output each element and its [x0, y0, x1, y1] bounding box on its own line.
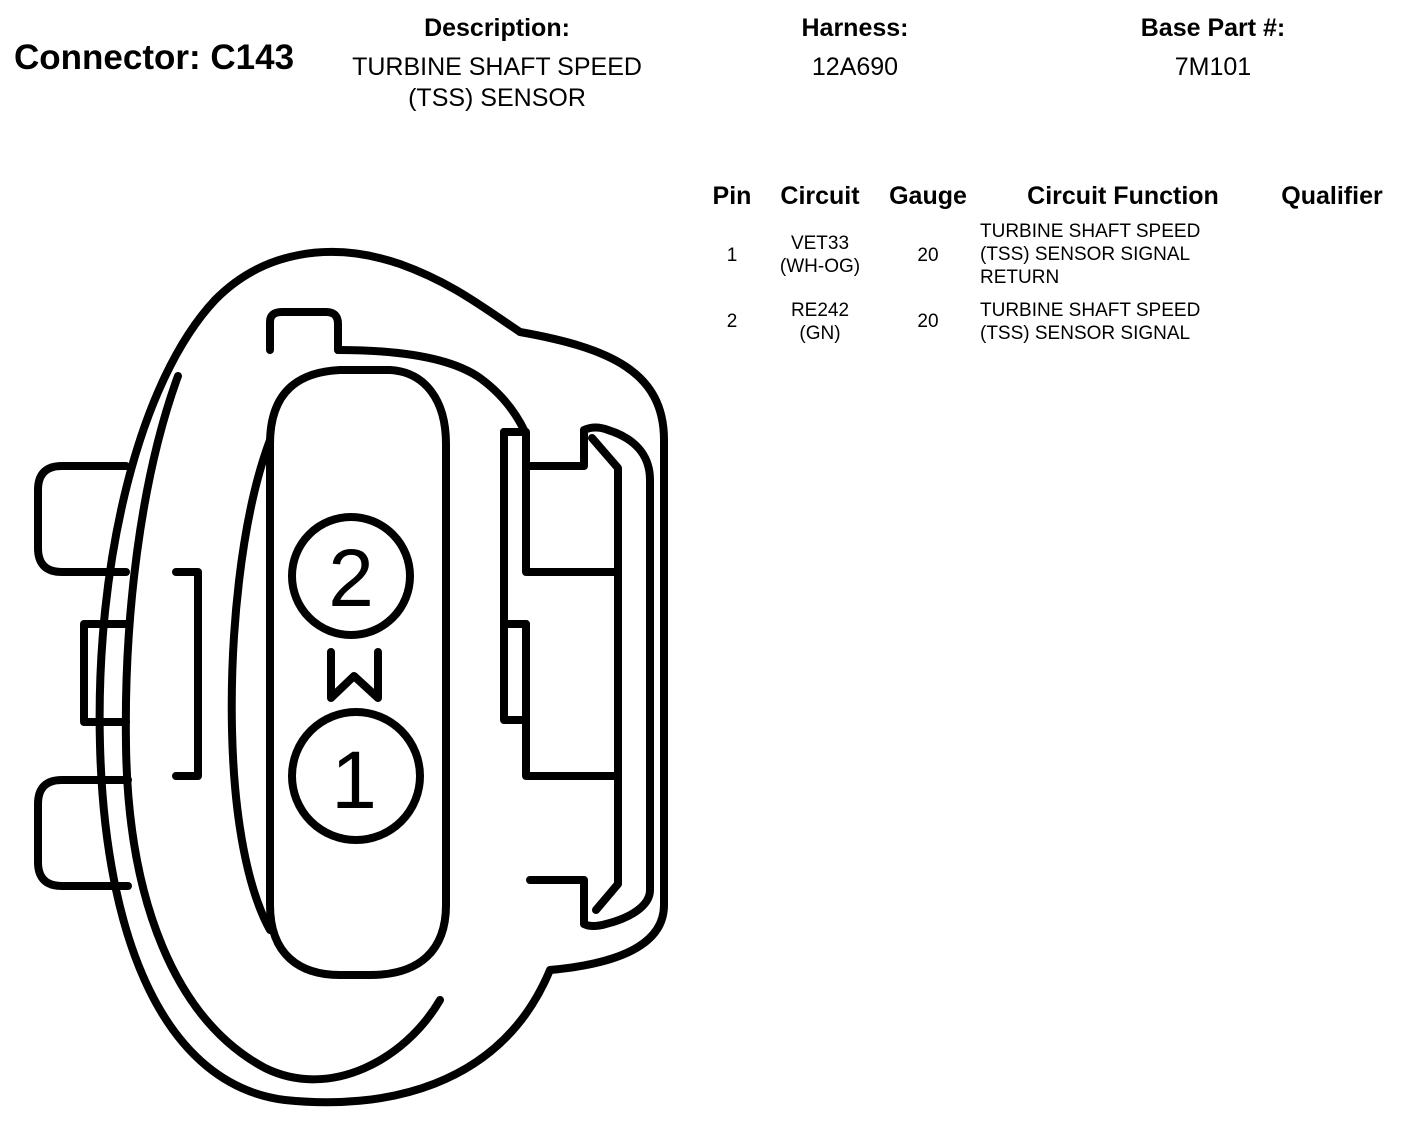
row-2-function-line-2: (TSS) SENSOR SIGNAL — [980, 323, 1191, 344]
right-latch-divider-top — [522, 462, 622, 576]
right-latch-spring — [588, 434, 622, 914]
key-slot-inner — [172, 568, 202, 780]
row-2-function: TURBINE SHAFT SPEED (TSS) SENSOR SIGNAL — [980, 299, 1200, 345]
col-header-function: Circuit Function — [1027, 182, 1219, 210]
key-slot-outer — [80, 620, 130, 726]
connector-title: Connector: C143 — [14, 38, 295, 77]
latch-tab-lower — [34, 776, 132, 890]
col-header-pin: Pin — [712, 182, 752, 210]
row-1-function-line-2: (TSS) SENSOR SIGNAL — [980, 244, 1191, 265]
row-1-function-line-3: RETURN — [980, 267, 1060, 288]
housing-outer-outline — [95, 248, 668, 1107]
row-2-circuit: RE242 (GN) — [766, 299, 874, 345]
terminal-cavity — [266, 366, 450, 979]
pin-1-circle — [288, 708, 424, 844]
row-1-function-line-1: TURBINE SHAFT SPEED — [980, 221, 1201, 242]
pin-key-notch — [327, 648, 382, 702]
col-header-gauge: Gauge — [889, 182, 967, 210]
row-1-gauge: 20 — [917, 245, 939, 266]
harness-value: 12A690 — [811, 53, 899, 81]
pin-2-label: 2 — [328, 533, 374, 624]
description-header: Description: — [424, 14, 570, 42]
description-line-1: TURBINE SHAFT SPEED — [352, 53, 642, 81]
row-2-function-line-1: TURBINE SHAFT SPEED — [980, 300, 1201, 321]
row-2-circuit-color: (GN) — [799, 323, 841, 344]
description-value: TURBINE SHAFT SPEED (TSS) SENSOR — [330, 52, 664, 114]
base-part-header: Base Part #: — [1140, 14, 1286, 42]
right-latch-divider-bottom — [522, 620, 622, 780]
latch-tab-upper — [34, 462, 130, 576]
row-1-circuit: VET33 (WH-OG) — [766, 232, 874, 278]
row-1-function: TURBINE SHAFT SPEED (TSS) SENSOR SIGNAL … — [980, 220, 1200, 289]
base-part-value: 7M101 — [1174, 53, 1252, 81]
col-header-circuit: Circuit — [780, 182, 860, 210]
connector-face-diagram: 2 1 — [34, 248, 668, 1107]
row-2-pin: 2 — [726, 311, 738, 332]
row-1-circuit-code: VET33 — [790, 233, 850, 254]
col-header-qualifier: Qualifier — [1281, 182, 1383, 210]
inner-wall-curve — [227, 436, 274, 934]
right-latch-outer — [500, 423, 654, 930]
description-line-2: (TSS) SENSOR — [408, 84, 586, 112]
cavity-top-edge — [334, 346, 529, 436]
row-1-pin: 1 — [726, 245, 738, 266]
pin-2-circle — [288, 513, 414, 639]
top-locking-tab — [266, 308, 342, 354]
row-1-circuit-color: (WH-OG) — [779, 256, 861, 277]
row-2-circuit-code: RE242 — [790, 300, 850, 321]
row-2-gauge: 20 — [917, 311, 939, 332]
housing-inner-outline — [121, 372, 444, 1084]
harness-header: Harness: — [801, 14, 909, 42]
pin-1-label: 1 — [331, 735, 377, 826]
